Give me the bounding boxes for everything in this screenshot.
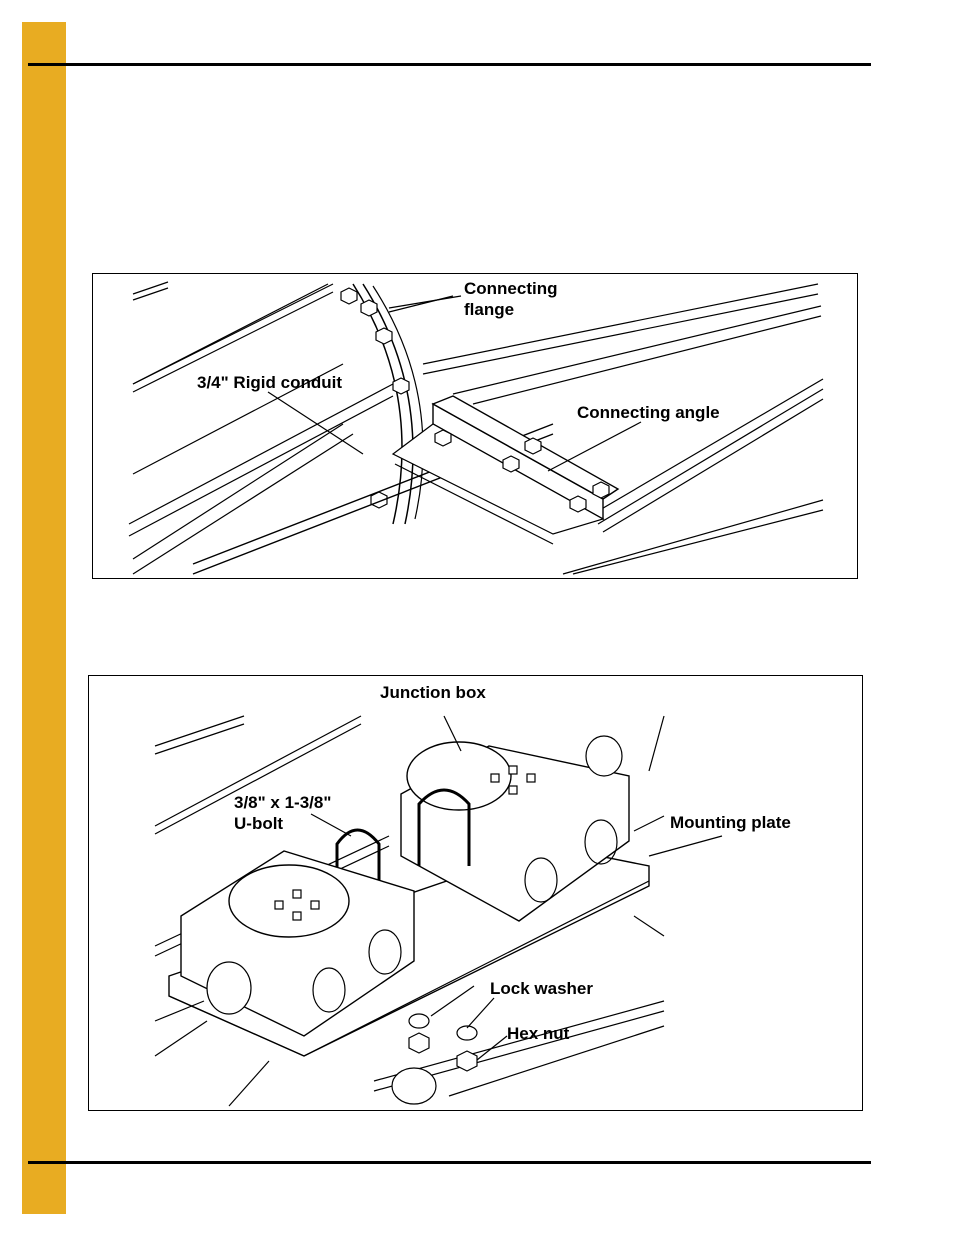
side-tab: [22, 22, 66, 1214]
lock-washer-callout: Lock washer: [490, 979, 593, 998]
rigid-conduit-callout: 3/4" Rigid conduit: [197, 373, 343, 392]
connecting-flange-illustration: [128, 281, 824, 575]
connecting-angle-callout: Connecting angle: [577, 403, 720, 422]
figure-junction-box: Junction box 3/8" x 1-3/8" U-bolt Mounti…: [88, 675, 863, 1111]
hex-nut-callout: Hex nut: [507, 1024, 570, 1043]
junction-box-illustration: [154, 715, 723, 1107]
footer-rule: [28, 1161, 871, 1164]
connecting-flange-callout: Connecting flange: [464, 279, 558, 319]
u-bolt-callout: 3/8" x 1-3/8" U-bolt: [234, 793, 332, 833]
header-rule: [28, 63, 871, 66]
mounting-plate-callout: Mounting plate: [670, 813, 791, 832]
figure-connecting-flange: Connecting flange 3/4" Rigid conduit Con…: [92, 273, 858, 579]
junction-box-callout: Junction box: [380, 683, 486, 702]
